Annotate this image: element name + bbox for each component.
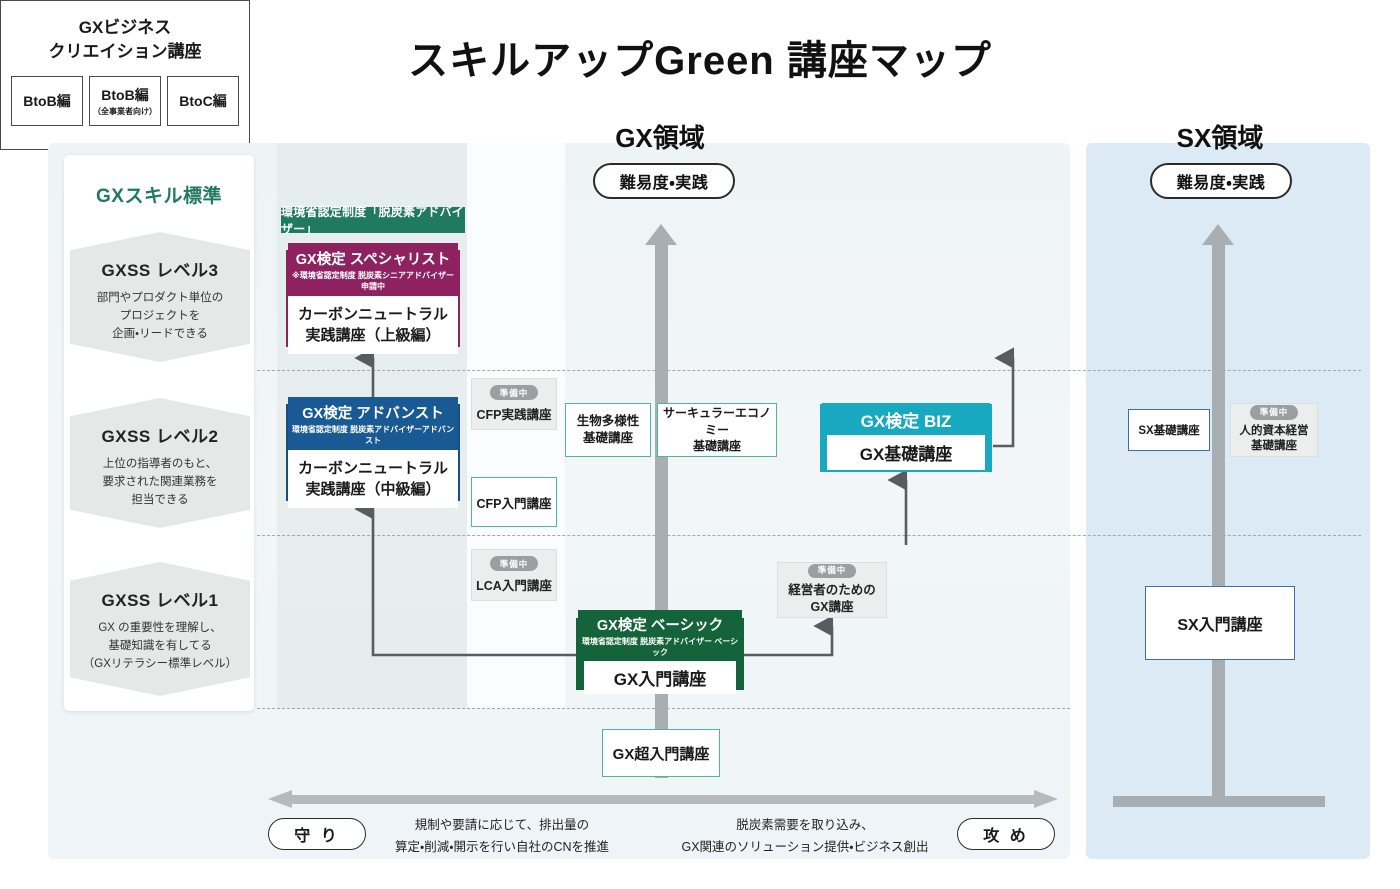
course-name-specialist: カーボンニュートラル実践講座（上級編）: [288, 296, 458, 354]
skill-level-2-description: 上位の指導者のもと、要求された関連業務を担当できる: [102, 458, 218, 506]
level-divider-3-2: [257, 370, 1361, 371]
course-name-advanced: カーボンニュートラル実践講座（中級編）: [288, 450, 458, 508]
decarbonization-advisor-ribbon: 環境省認定制度「脱炭素アドバイザー」: [281, 205, 465, 236]
course-gx-foundation[interactable]: GX検定 BIZ GX基礎講座: [820, 402, 992, 472]
course-name-basic: GX入門講座: [584, 660, 736, 694]
defense-offense-axis: [268, 790, 1058, 808]
axis-arrow-right: [1034, 790, 1058, 808]
axis-description-right: 脱炭素需要を取り込み、GX関連のソリューション提供・ビジネス創出: [681, 818, 929, 854]
axis-bar: [290, 795, 1036, 804]
sx-domain-header: SX領域: [1176, 123, 1264, 153]
skill-level-1-name: GXSS レベル1: [101, 591, 219, 610]
sx-domain-panel: [1086, 143, 1370, 859]
course-label-cfp-intro: CFP入門講座: [476, 496, 552, 511]
skill-level-1: GXSS レベル1 GX の重要性を理解し、基礎知識を有してる（GXリテラシー標…: [70, 562, 250, 696]
course-sx-basic[interactable]: SX基礎講座: [1128, 409, 1210, 451]
skill-level-2-name: GXSS レベル2: [101, 427, 219, 446]
course-gx-super-intro[interactable]: GX超入門講座: [602, 729, 720, 777]
cert-badge-biz: GX検定 BIZ: [822, 402, 990, 435]
level-divider-2-1: [257, 535, 1361, 536]
gx-domain-header: GX領域: [615, 123, 705, 153]
prep-badge-cfp-practice: 準備中: [489, 385, 539, 400]
page-title: スキルアップGreen 講座マップ: [408, 39, 992, 83]
course-label-sx-basic: SX基礎講座: [1138, 425, 1200, 437]
prep-badge-manager-gx: 準備中: [807, 563, 857, 579]
course-carbon-neutral-advanced[interactable]: GX検定 スペシャリスト ※環境省認定制度 脱炭素シニアアドバイザー 申請中 カ…: [286, 243, 460, 354]
edition-btoc-label: BtoC編: [179, 92, 227, 109]
course-human-capital[interactable]: 準備中 人的資本経営基礎講座: [1230, 403, 1318, 457]
business-creation-title: GXビジネスクリエイション講座: [48, 18, 202, 61]
course-label-sx-intro: SX入門講座: [1177, 617, 1263, 634]
course-label-gx-super-intro: GX超入門講座: [612, 745, 710, 763]
cert-title-basic: GX検定 ベーシック: [596, 617, 724, 634]
cert-badge-specialist: GX検定 スペシャリスト ※環境省認定制度 脱炭素シニアアドバイザー 申請中: [288, 243, 458, 297]
edition-btoc[interactable]: BtoC編: [167, 75, 239, 126]
gx-difficulty-label: 難易度・実践: [593, 163, 735, 199]
cert-title-specialist: GX検定 スペシャリスト: [295, 252, 451, 269]
course-sx-intro[interactable]: SX入門講座: [1145, 586, 1295, 660]
axis-arrow-left: [268, 790, 292, 808]
course-gx-intro[interactable]: GX検定 ベーシック 環境省認定制度 脱炭素アドバイザー ベーシック GX入門講…: [576, 609, 744, 694]
skill-level-3-name: GXSS レベル3: [101, 261, 219, 280]
cert-badge-advanced: GX検定 アドバンスト 環境省認定制度 脱炭素アドバイザーアドバンスト: [288, 397, 458, 451]
course-label-lca-intro: LCA入門講座: [476, 579, 552, 593]
axis-label-defense: 守 り: [268, 818, 366, 850]
course-circular-economy[interactable]: サーキュラーエコノミー基礎講座: [657, 403, 777, 457]
skill-level-1-description: GX の重要性を理解し、基礎知識を有してる（GXリテラシー標準レベル）: [82, 622, 238, 670]
axis-label-offense: 攻 め: [957, 818, 1055, 850]
edition-btob-all-note: （全事業者向け）: [93, 106, 157, 116]
cert-title-advanced: GX検定 アドバンスト: [302, 406, 444, 423]
skill-level-3-description: 部門やプロダクト単位のプロジェクトを企画・リードできる: [96, 292, 224, 340]
gx-difficulty-arrow: [645, 224, 677, 778]
skill-level-3: GXSS レベル3 部門やプロダクト単位のプロジェクトを企画・リードできる: [70, 232, 250, 362]
prep-badge-human-capital: 準備中: [1249, 405, 1299, 420]
edition-btob[interactable]: BtoB編: [11, 75, 83, 126]
course-label-cfp-practice: CFP実践講座: [476, 408, 552, 422]
skill-level-2: GXSS レベル2 上位の指導者のもと、要求された関連業務を担当できる: [70, 398, 250, 528]
course-biodiversity[interactable]: 生物多様性基礎講座: [565, 403, 651, 457]
prep-badge-lca-intro: 準備中: [489, 556, 539, 571]
sx-difficulty-arrow: [1202, 224, 1234, 806]
course-carbon-neutral-intermediate[interactable]: GX検定 アドバンスト 環境省認定制度 脱炭素アドバイザーアドバンスト カーボン…: [286, 397, 460, 508]
cert-note-specialist: ※環境省認定制度 脱炭素シニアアドバイザー 申請中: [292, 271, 454, 292]
business-creation-editions: BtoB編 BtoB編 （全事業者向け） BtoC編: [1, 75, 249, 126]
cert-note-basic: 環境省認定制度 脱炭素アドバイザー ベーシック: [581, 636, 739, 657]
cert-note-advanced: 環境省認定制度 脱炭素アドバイザーアドバンスト: [291, 425, 455, 446]
sx-difficulty-label: 難易度・実践: [1150, 163, 1292, 199]
skill-standard-title: GXスキル標準: [96, 186, 222, 207]
edition-btob-all[interactable]: BtoB編 （全事業者向け）: [89, 75, 161, 126]
edition-btob-all-label: BtoB編: [101, 86, 149, 103]
course-label-human-capital: 人的資本経営基礎講座: [1239, 424, 1309, 453]
sx-arrow-base: [1113, 796, 1325, 807]
course-name-biz: GX基礎講座: [827, 434, 985, 470]
cert-badge-basic: GX検定 ベーシック 環境省認定制度 脱炭素アドバイザー ベーシック: [578, 609, 742, 661]
axis-description-left: 規制や要請に応じて、排出量の算定・削減・開示を行い自社のCNを推進: [394, 818, 610, 854]
course-lca-intro[interactable]: 準備中 LCA入門講座: [471, 549, 557, 601]
edition-btob-label: BtoB編: [23, 92, 71, 109]
course-cfp-practice[interactable]: 準備中 CFP実践講座: [471, 378, 557, 430]
course-cfp-intro[interactable]: CFP入門講座: [471, 477, 557, 527]
